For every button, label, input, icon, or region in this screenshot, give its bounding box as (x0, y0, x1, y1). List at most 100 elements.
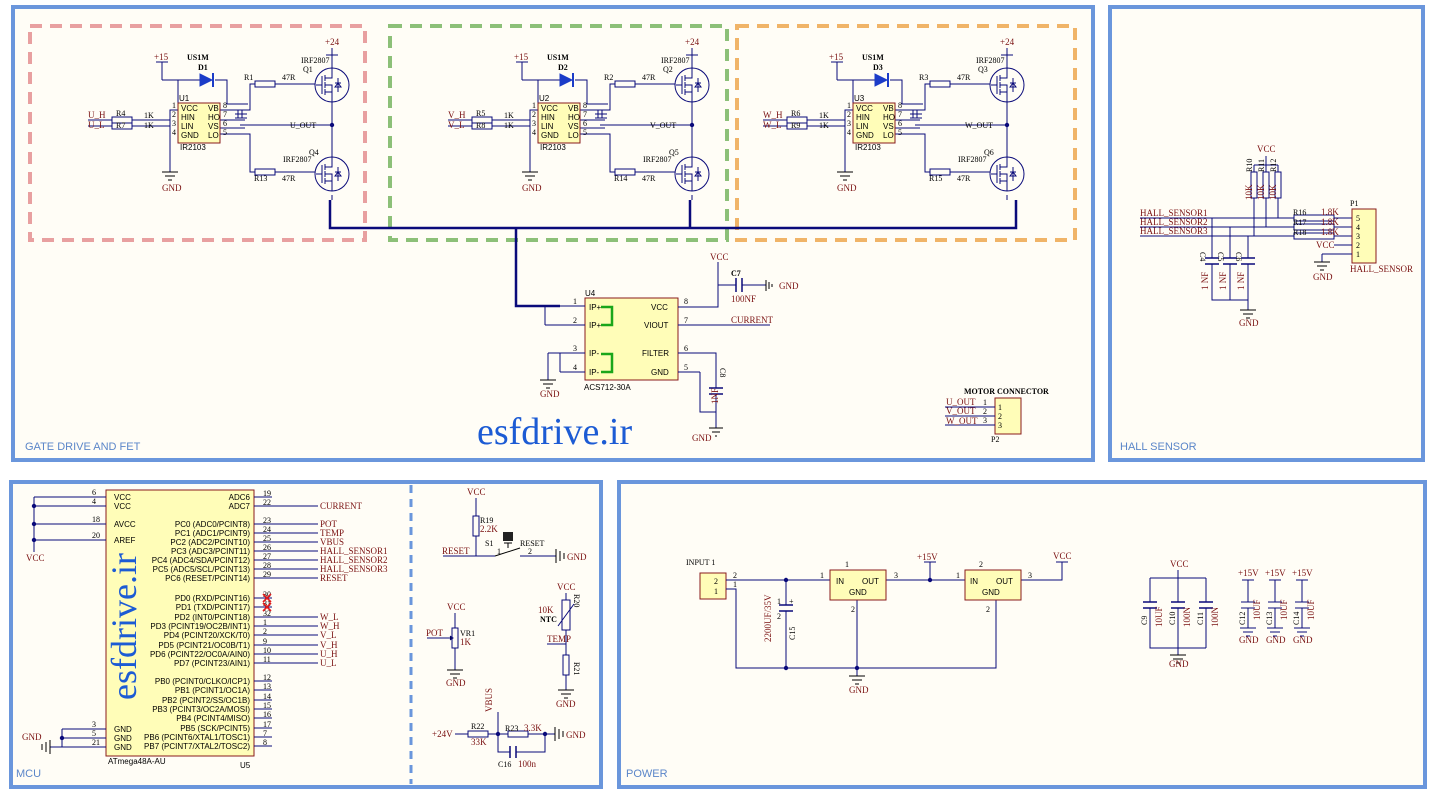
vr1-ref: VR1 (460, 629, 475, 638)
mcu-right-num-21: 16 (263, 710, 271, 719)
driver-pin-vb: VB (208, 104, 219, 113)
rin-l-val: 1K (144, 121, 154, 130)
diode-part: US1M (187, 53, 209, 62)
p1-pin-5: 5 (1356, 214, 1360, 223)
mcu-body (105, 489, 255, 757)
driver-ref: U2 (539, 94, 550, 103)
mcu-net-14: V_H (320, 640, 338, 650)
dec-15-rail-0: +15V (1238, 568, 1259, 578)
vbus-circuit: +24V R22 33K R23 3.3K VBUS C16 100n GND (432, 688, 586, 769)
input-connector (699, 572, 727, 600)
stage-box-u (28, 24, 367, 242)
mcu-part: ATmega48A-AU (108, 757, 166, 766)
mcu-right-pin-21: PB4 (PCINT4/MISO) (176, 714, 250, 723)
gate-r-lo-val: 47R (642, 174, 656, 183)
panel-title-gate: GATE DRIVE AND FET (25, 441, 141, 453)
c6-val: 1 NF (1236, 272, 1246, 290)
gate-r-lo-val: 47R (282, 174, 296, 183)
mcu-right-pin-9: PD0 (RXD/PCINT16) (175, 594, 250, 603)
driver-num-6: 6 (583, 119, 587, 128)
p1-body (1351, 208, 1377, 264)
p2-pin-3: 3 (998, 421, 1002, 430)
driver-part: IR2103 (540, 143, 566, 152)
mcu-right-num-5: 26 (263, 543, 271, 552)
driver-num-3: 3 (532, 119, 536, 128)
s1-ref: S1 (485, 539, 493, 548)
p2-net-uout: U_OUT (946, 397, 976, 407)
mcu-right-pin-20: PB3 (PCINT3/OC2A/MOSI) (152, 705, 250, 714)
pot-circuit: VCC POT VR1 1K GND (426, 602, 475, 688)
diode-part: US1M (547, 53, 569, 62)
hall-sensor-circuit: VCC R10 R11 R12 10K 10K 10K R16 R17 R18 … (1140, 144, 1413, 328)
fet-lo-part: IRF2807 (643, 155, 671, 164)
c4-ref: C4 (1198, 252, 1207, 261)
driver-pin-lin: LIN (181, 122, 194, 131)
driver-pin-gnd: GND (856, 131, 874, 140)
ntc-name: NTC (540, 615, 557, 624)
driver-pin-lo: LO (883, 131, 894, 140)
driver-ref: U3 (854, 94, 865, 103)
acs712-vcc-label: VCC (710, 252, 729, 262)
driver-num-1: 1 (847, 101, 851, 110)
driver-pin-lin: LIN (856, 122, 869, 131)
watermark-top: esfdrive.ir (477, 411, 632, 453)
p2-num-3: 3 (983, 416, 987, 425)
dec-15-ref-1: C13 (1265, 612, 1274, 625)
input-ref: INPUT 1 (686, 558, 715, 567)
dec-15-gnd-1: GND (1266, 635, 1286, 645)
reg2-n-gnd: 2 (986, 605, 990, 614)
diode-part: US1M (862, 53, 884, 62)
panel-title-mcu: MCU (16, 768, 41, 780)
phase-out: V_OUT (650, 121, 676, 130)
reg1-n-gnd: 2 (851, 605, 855, 614)
gate-r-lo-ref: R13 (254, 174, 267, 183)
c16-val: 100n (518, 759, 537, 769)
mcu-right-pin-15: PD6 (PCINT22/OC0A/AIN0) (150, 650, 250, 659)
mcu-right-num-20: 15 (263, 701, 271, 710)
mcu-net-11: W_L (320, 612, 339, 622)
acs712-num-4: 4 (573, 363, 577, 372)
r22-val: 33K (471, 737, 487, 747)
driver-part: IR2103 (855, 143, 881, 152)
mcu-left-pin-2: AVCC (114, 520, 136, 529)
driver-num-4: 4 (532, 128, 536, 137)
mcu-right-pin-4: PC2 (ADC2/PCINT10) (170, 538, 250, 547)
p2-num-2: 2 (983, 407, 987, 416)
watermark-mcu: esfdrive.ir (104, 553, 144, 700)
r11-val: 10K (1256, 184, 1266, 200)
driver-num-2: 2 (532, 110, 536, 119)
driver-pin-lin: LIN (541, 122, 554, 131)
driver-num-2: 2 (847, 110, 851, 119)
reg2-out: OUT (996, 577, 1013, 586)
acs712-current-net: CURRENT (731, 315, 774, 325)
mcu-right-num-17: 12 (263, 673, 271, 682)
supply-15: +15 (829, 52, 844, 62)
ntc-vcc: VCC (557, 582, 576, 592)
mcu-right-pin-18: PB1 (PCINT1/OC1A) (175, 686, 250, 695)
s1-name: RESET (520, 539, 545, 548)
p1-vcc: VCC (1316, 240, 1335, 250)
dec-15-ref-2: C14 (1292, 612, 1301, 625)
acs712-num-3: 3 (573, 344, 577, 353)
acs712-num-2: 2 (573, 316, 577, 325)
p2-net-vout: V_OUT (946, 406, 976, 416)
mcu-right-pin-22: PB5 (SCK/PCINT5) (180, 724, 250, 733)
mcu-left-num-4: 3 (92, 720, 96, 729)
p1-pin-4: 4 (1356, 223, 1360, 232)
reg1-body (829, 569, 887, 601)
c5-val: 1 NF (1218, 272, 1228, 290)
r22-ref: R22 (471, 722, 484, 731)
acs712-ref: U4 (585, 289, 596, 298)
mcu-right-num-24: 8 (263, 738, 267, 747)
mcu-net-5: HALL_SENSOR1 (320, 546, 388, 556)
pot-gnd: GND (446, 678, 466, 688)
acs712-pin-gnd: GND (651, 368, 669, 377)
driver-pin-hin: HIN (181, 113, 195, 122)
gate-r-lo-val: 47R (957, 174, 971, 183)
rin-h-ref: R6 (791, 109, 800, 118)
r23-val: 3.3K (524, 723, 542, 733)
acs712-num-8: 8 (684, 297, 688, 306)
ntc-circuit: VCC R20 10K NTC TEMP R21 GND (538, 582, 581, 709)
acs712-num-6: 6 (684, 344, 688, 353)
